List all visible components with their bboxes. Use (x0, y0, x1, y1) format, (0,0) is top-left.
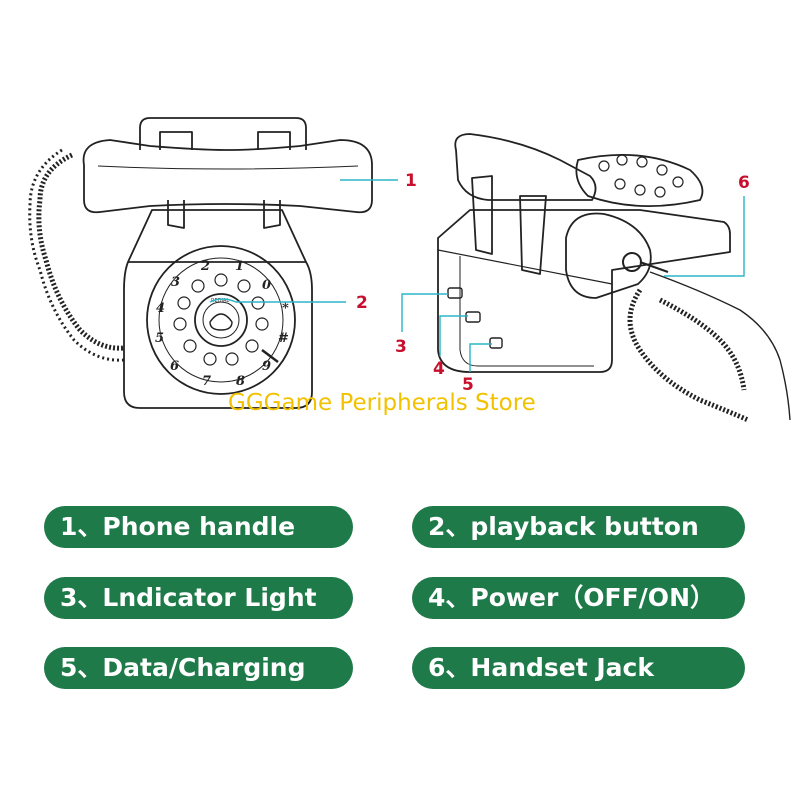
dial-digit: 6 (170, 359, 179, 374)
dial-digit: 3 (171, 275, 180, 290)
callout-line-2 (209, 298, 346, 303)
callout-number-5: 5 (462, 375, 474, 395)
store-watermark: GGGame Peripherals Store (228, 390, 536, 416)
callout-line-4 (439, 315, 468, 356)
dial-digit: 0 (262, 278, 271, 293)
callout-numbers: 1 2 3 4 5 6 (356, 171, 750, 395)
dial-digit: 9 (262, 359, 271, 374)
dial-digit: 1 (235, 259, 244, 274)
callout-line-5 (469, 343, 492, 372)
legend-item-phone-handle: 1、Phone handle (44, 506, 353, 548)
phone-diagram: 1 2 3 4 5 6 7 8 9 0 * # REDIAL (28, 117, 791, 423)
callout-lines (209, 179, 745, 372)
rear-view-phone (437, 133, 791, 423)
redial-label: REDIAL (211, 298, 229, 304)
legend-item-data-charging: 5、Data/Charging (44, 647, 353, 689)
front-view-phone (28, 117, 373, 409)
legend-item-indicator-light: 3、Lndicator Light (44, 577, 353, 619)
callout-number-1: 1 (405, 171, 417, 191)
legend-item-handset-jack: 6、Handset Jack (412, 647, 745, 689)
legend-item-power: 4、Power（OFF/ON） (412, 577, 745, 619)
callout-line-6 (664, 196, 745, 277)
dial-digit: 4 (156, 301, 165, 316)
callout-number-4: 4 (433, 359, 445, 379)
dial-digits: 1 2 3 4 5 6 7 8 9 0 * # REDIAL (155, 259, 289, 389)
dial-digit: 8 (236, 374, 245, 389)
callout-number-3: 3 (395, 337, 407, 357)
legend: 1、Phone handle 2、playback button 3、Lndic… (0, 500, 800, 700)
dial-digit: * (282, 301, 289, 316)
callout-number-6: 6 (738, 173, 750, 193)
dial-digit: # (278, 331, 289, 346)
dial-digit: 5 (155, 331, 164, 346)
callout-line-3 (401, 293, 448, 332)
legend-item-playback-button: 2、playback button (412, 506, 745, 548)
dial-digit: 2 (200, 259, 210, 274)
callout-number-2: 2 (356, 293, 368, 313)
dial-digit: 7 (202, 374, 211, 389)
